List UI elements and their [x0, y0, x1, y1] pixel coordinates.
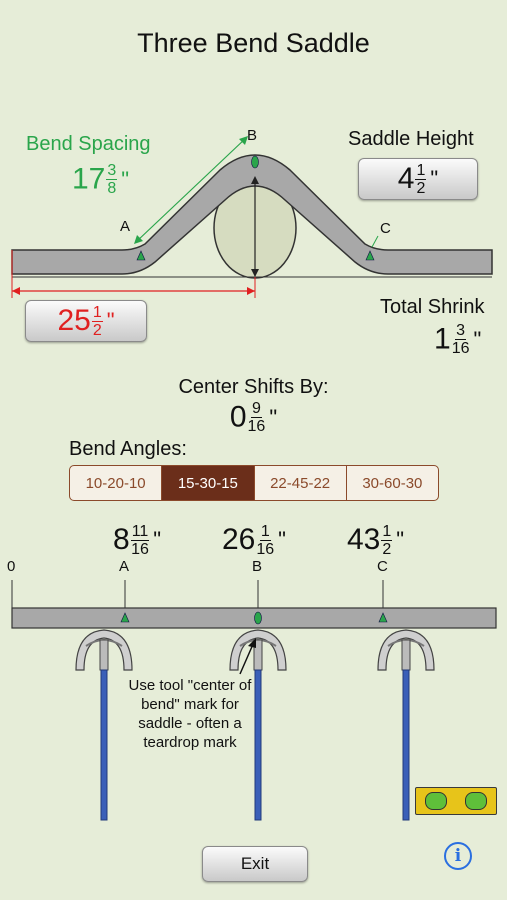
ruler-label-a: A: [119, 558, 130, 575]
straight-pipe: [11, 607, 497, 629]
bend-angle-option-4[interactable]: 30-60-30: [362, 474, 423, 492]
mark-b: [251, 155, 259, 169]
bender-c: [377, 629, 435, 821]
diagram-label-a: A: [120, 218, 131, 235]
bender-layout: [11, 580, 497, 821]
bender-note: Use tool "center of bend" mark for saddl…: [128, 677, 252, 751]
pipe-mark-a: [120, 612, 130, 623]
ruler-zero-label: 0: [7, 558, 16, 575]
bender-b: [229, 629, 287, 821]
bend-angle-option-3[interactable]: 22-45-22: [255, 466, 347, 500]
diagram-label-c: C: [380, 220, 391, 237]
pipe-mark-b: [254, 611, 262, 625]
bend-spacing-arrow: [135, 137, 247, 243]
pipe-shape: [11, 154, 493, 275]
bend-angle-option-1[interactable]: 10-20-10: [70, 466, 163, 500]
pipe-mark-c: [378, 612, 388, 623]
mark-c: [365, 250, 375, 261]
bend-angle-option-2[interactable]: 15-30-15: [162, 466, 255, 500]
ruler-label-b: B: [252, 558, 263, 575]
bend-spacing-label: Bend Spacing: [26, 133, 151, 155]
mark-a: [136, 250, 146, 261]
diagram-label-b: B: [247, 127, 258, 144]
bend-angles-selector[interactable]: 10-20-10 15-30-15 22-45-22 30-60-30: [69, 465, 439, 501]
total-shrink-label: Total Shrink: [380, 296, 485, 318]
bend-angles-label: Bend Angles:: [69, 438, 187, 460]
page-title: Three Bend Saddle: [137, 28, 370, 58]
info-icon[interactable]: i: [444, 842, 472, 870]
level-icon[interactable]: [415, 787, 497, 815]
exit-button[interactable]: Exit: [202, 846, 308, 882]
center-shift-label: Center Shifts By:: [178, 376, 329, 398]
bender-a: [75, 629, 133, 821]
saddle-diagram: [11, 136, 493, 298]
ruler-label-c: C: [377, 558, 388, 575]
saddle-height-label: Saddle Height: [348, 128, 474, 150]
